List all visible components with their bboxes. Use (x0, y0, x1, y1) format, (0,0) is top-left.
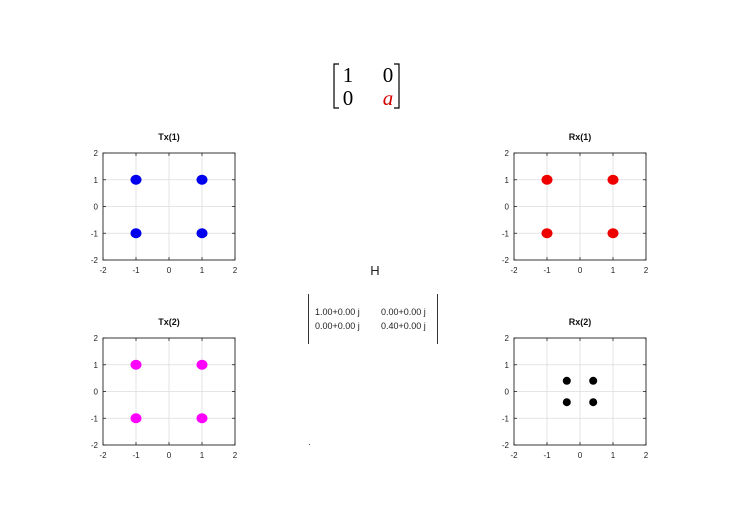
constellation-point (130, 359, 142, 370)
plot-frame (513, 337, 647, 446)
constellation-point (196, 228, 208, 239)
constellation-point (589, 376, 598, 385)
right-bracket (394, 63, 400, 109)
plot-frame (102, 152, 236, 261)
h-matrix: 1.00+0.00 j 0.00+0.00 j 0.00+0.00 j 0.40… (308, 294, 438, 344)
y-tick-label: 1 (94, 361, 99, 370)
x-tick-label: 0 (167, 266, 172, 275)
y-tick-label: 2 (505, 334, 510, 343)
x-tick-label: -1 (132, 266, 140, 275)
x-tick-label: 2 (233, 451, 238, 460)
plot-title: Tx(1) (158, 132, 180, 142)
constellation-point (562, 398, 571, 407)
x-tick-label: 0 (578, 451, 583, 460)
h-matrix-title: H (370, 263, 380, 278)
x-tick-label: 1 (611, 266, 616, 275)
x-tick-label: 2 (644, 451, 649, 460)
constellation-point (130, 228, 142, 239)
y-tick-label: -1 (502, 414, 510, 423)
y-tick-label: 0 (94, 203, 99, 212)
plot-frame (513, 152, 647, 261)
y-tick-label: 1 (94, 176, 99, 185)
y-tick-label: -2 (502, 256, 510, 265)
x-tick-label: 0 (167, 451, 172, 460)
x-tick-label: -2 (99, 451, 107, 460)
stray-dot (309, 444, 310, 445)
y-tick-label: -1 (91, 229, 99, 238)
x-tick-label: -1 (543, 266, 551, 275)
h-cell-r1c2: 0.00+0.00 j (381, 307, 426, 317)
y-tick-label: -2 (91, 256, 99, 265)
plot-title: Rx(1) (569, 132, 592, 142)
y-tick-label: -1 (502, 229, 510, 238)
x-tick-label: 2 (644, 266, 649, 275)
x-tick-label: -2 (510, 451, 518, 460)
constellation-point (562, 376, 571, 385)
y-tick-label: 2 (505, 149, 510, 158)
constellation-point (130, 413, 142, 424)
matrix-r1c1: 1 (343, 63, 354, 87)
y-tick-label: 0 (505, 388, 510, 397)
y-tick-label: -2 (91, 441, 99, 450)
constellation-point (541, 228, 553, 239)
constellation-point (607, 228, 619, 239)
y-tick-label: -1 (91, 414, 99, 423)
y-tick-label: 2 (94, 334, 99, 343)
left-bracket (333, 63, 339, 109)
x-tick-label: -2 (510, 266, 518, 275)
y-tick-label: 0 (505, 203, 510, 212)
h-cell-r2c1: 0.00+0.00 j (315, 321, 360, 331)
constellation-point (196, 174, 208, 185)
x-tick-label: 0 (578, 266, 583, 275)
y-tick-label: 1 (505, 361, 510, 370)
constellation-point (607, 174, 619, 185)
x-tick-label: -1 (132, 451, 140, 460)
x-tick-label: 1 (200, 266, 205, 275)
h-cell-r1c1: 1.00+0.00 j (315, 307, 360, 317)
x-tick-label: -2 (99, 266, 107, 275)
plot-frame (102, 337, 236, 446)
x-tick-label: 1 (611, 451, 616, 460)
x-tick-label: -1 (543, 451, 551, 460)
y-tick-label: -2 (502, 441, 510, 450)
x-tick-label: 2 (233, 266, 238, 275)
x-tick-label: 1 (200, 451, 205, 460)
y-tick-label: 1 (505, 176, 510, 185)
matrix-r2c2: a (383, 86, 394, 110)
constellation-point (589, 398, 598, 407)
y-tick-label: 0 (94, 388, 99, 397)
plot-title: Rx(2) (569, 317, 592, 327)
channel-matrix: 1 0 0 a (333, 63, 400, 110)
constellation-point (541, 174, 553, 185)
matrix-r2c1: 0 (343, 86, 354, 110)
matrix-r1c2: 0 (383, 63, 394, 87)
constellation-point (196, 359, 208, 370)
h-cell-r2c2: 0.40+0.00 j (381, 321, 426, 331)
y-tick-label: 2 (94, 149, 99, 158)
constellation-point (196, 413, 208, 424)
plot-title: Tx(2) (158, 317, 180, 327)
constellation-point (130, 174, 142, 185)
